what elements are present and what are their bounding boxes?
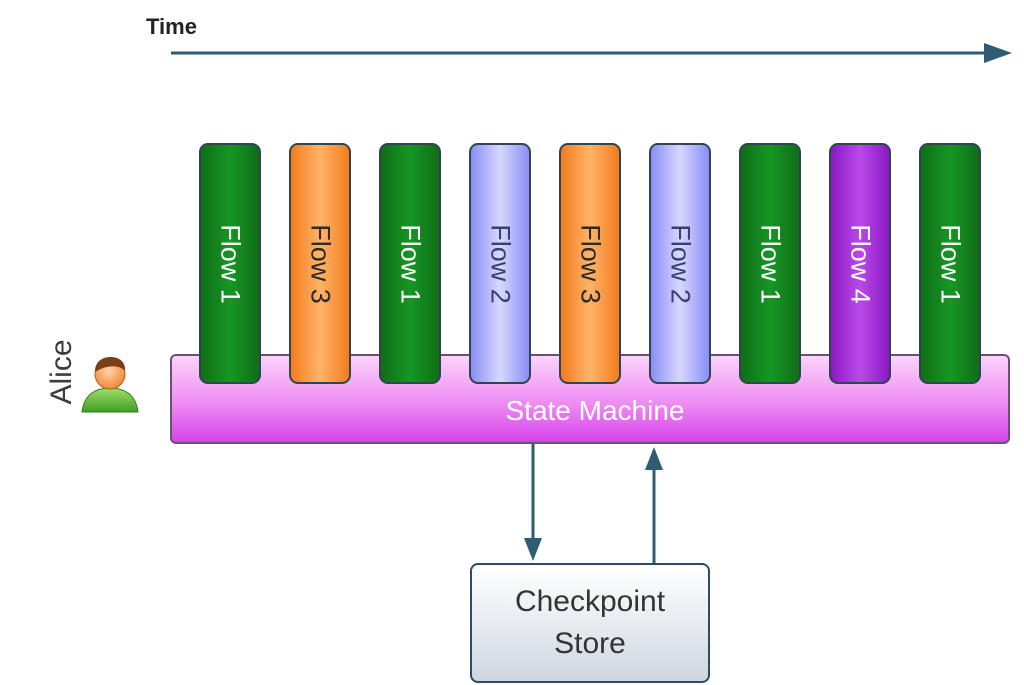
write-arrow: [524, 444, 542, 561]
flow-box: Flow 1: [199, 143, 261, 384]
flow-box: Flow 2: [469, 143, 531, 384]
time-axis-arrow: [171, 43, 1012, 63]
state-machine-label: State Machine: [505, 395, 685, 426]
flow-box: Flow 1: [739, 143, 801, 384]
flow-box: Flow 3: [559, 143, 621, 384]
checkpoint-store: Checkpoint Store: [470, 563, 710, 683]
time-label: Time: [146, 14, 197, 39]
flow-box: Flow 3: [289, 143, 351, 384]
flow-box: Flow 4: [829, 143, 891, 384]
flow-box: Flow 1: [919, 143, 981, 384]
read-arrow: [645, 447, 663, 563]
person-icon: [81, 357, 139, 413]
flow-box: Flow 1: [379, 143, 441, 384]
flow-box: Flow 2: [649, 143, 711, 384]
checkpoint-store-label: Checkpoint Store: [514, 585, 666, 660]
